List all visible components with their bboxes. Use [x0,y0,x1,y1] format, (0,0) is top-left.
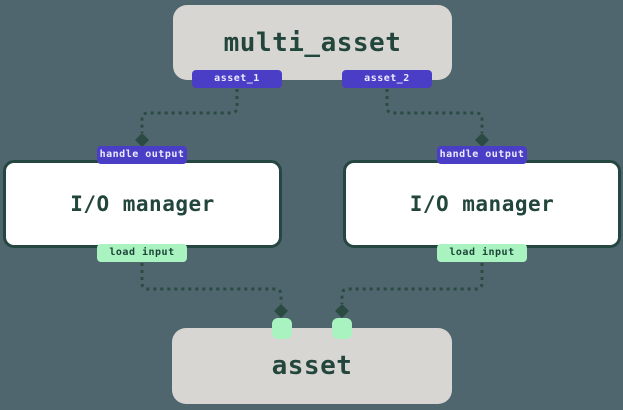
arrowhead-diamond-left-asset [274,304,288,318]
load-input-badge-right: load input [437,244,527,262]
handle-output-badge-right-label: handle output [439,149,525,160]
asset-input-port-left [272,318,292,339]
load-input-badge-left: load input [97,244,187,262]
handle-output-badge-left-label: handle output [99,149,185,160]
edge-left-io-to-asset [140,263,283,304]
output-badge-asset-1: asset_1 [192,70,282,88]
asset-node: asset [172,328,452,404]
arrowhead-diamond-right-asset [335,304,349,318]
asset-input-port-right [332,318,352,339]
output-badge-asset-1-label: asset_1 [214,73,260,84]
output-badge-asset-2: asset_2 [342,70,432,88]
edge-asset1-to-left-io [140,89,239,133]
multi-asset-node: multi_asset [173,5,452,80]
load-input-badge-left-label: load input [109,247,175,258]
edge-right-io-to-asset [340,263,484,304]
io-manager-label-right: I/O manager [409,192,555,216]
multi-asset-label: multi_asset [223,27,402,58]
io-manager-label-left: I/O manager [70,192,215,216]
edge-asset2-to-right-io [385,89,484,133]
arrowhead-diamond-right-io [475,133,489,147]
asset-label: asset [271,351,353,381]
io-manager-node-right: I/O manager [343,160,621,248]
handle-output-badge-right: handle output [437,146,527,164]
output-badge-asset-2-label: asset_2 [364,73,410,84]
io-manager-node-left: I/O manager [3,160,282,248]
load-input-badge-right-label: load input [449,247,515,258]
arrowhead-diamond-left-io [135,133,149,147]
handle-output-badge-left: handle output [97,146,187,164]
